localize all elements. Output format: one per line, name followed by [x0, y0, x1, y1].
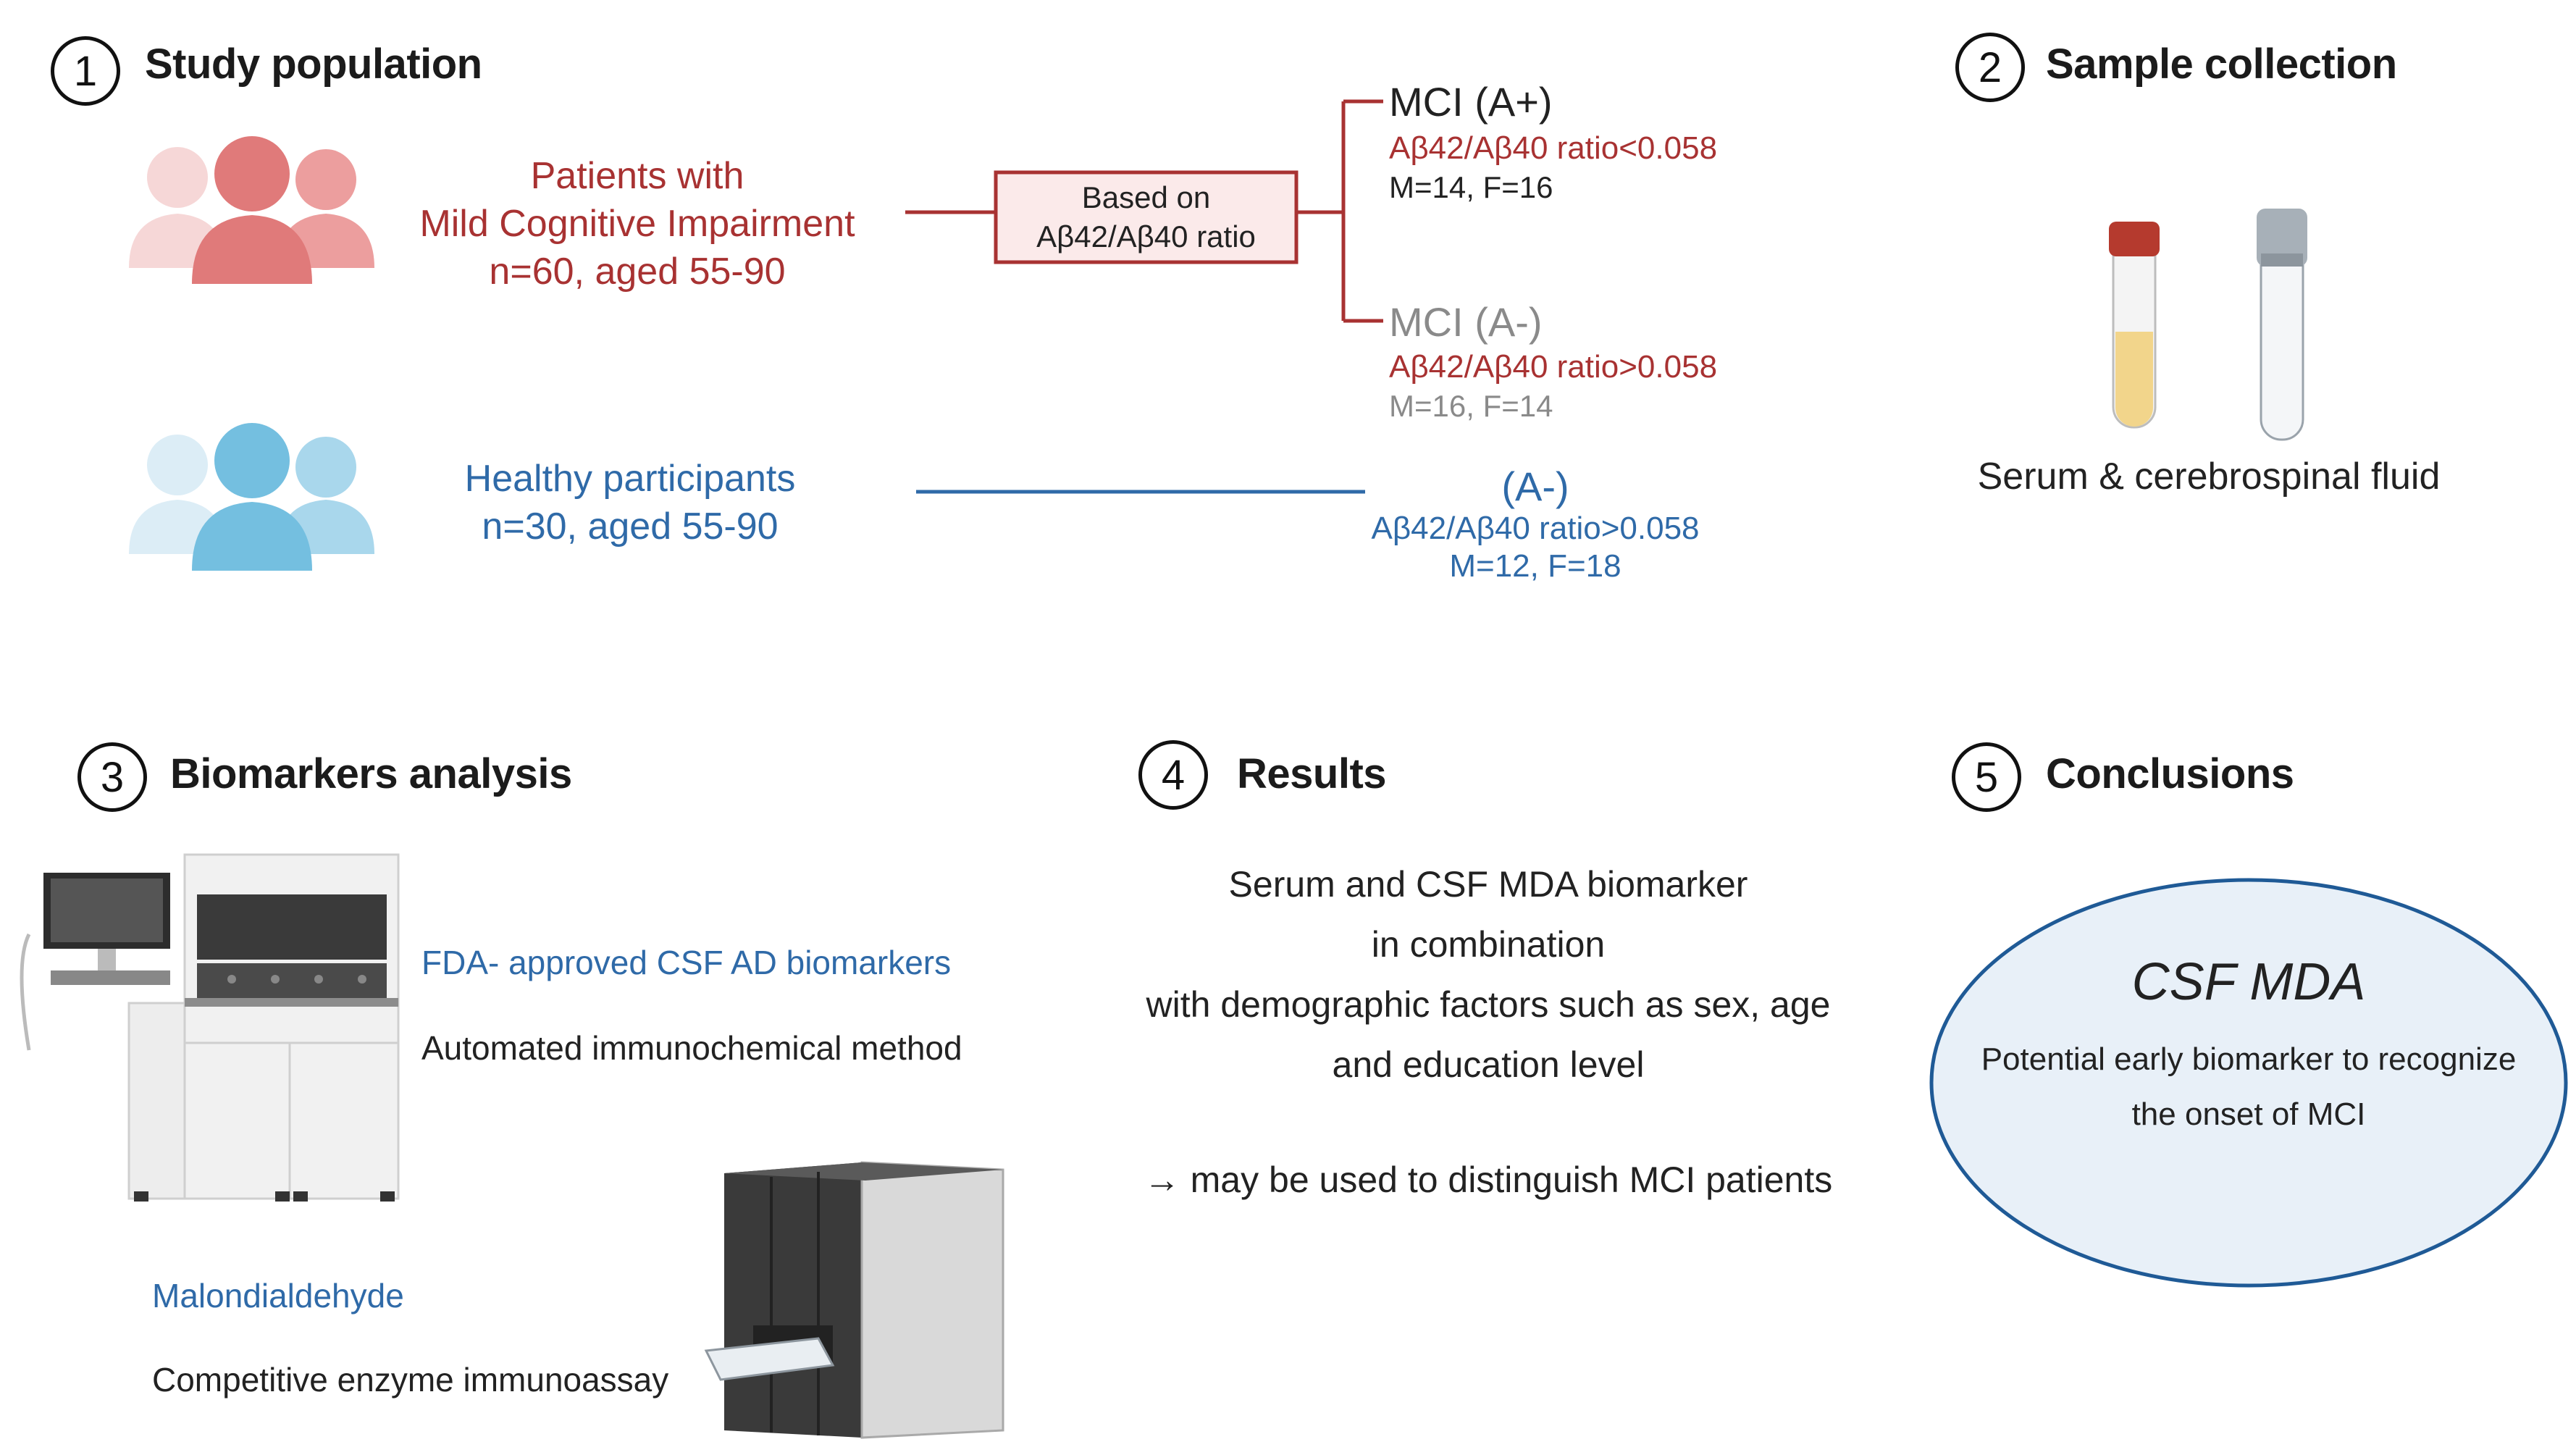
section-3-title: Biomarkers analysis [170, 750, 572, 797]
people-group-healthy-icon [129, 423, 374, 571]
section-4-number: 4 [1138, 740, 1208, 810]
plate-reader-icon [704, 1161, 1004, 1439]
results-line1: Serum and CSF MDA biomarker [1228, 864, 1748, 905]
csf-tube-icon [2257, 209, 2307, 441]
mci-positive-ratio: Aβ42/Aβ40 ratio<0.058 [1389, 130, 1718, 166]
conclusion-ellipse [1929, 878, 2568, 1288]
criteria-line1: Based on [1081, 180, 1211, 214]
section-3-number: 3 [77, 742, 147, 812]
results-line3: with demographic factors such as sex, ag… [1146, 984, 1831, 1025]
section-5-number: 5 [1952, 742, 2021, 812]
section-1-number: 1 [51, 36, 120, 106]
healthy-negative-ratio: Aβ42/Aβ40 ratio>0.058 [1371, 511, 1700, 546]
people-group-mci-icon [129, 136, 374, 284]
section-4-title: Results [1237, 750, 1387, 797]
mda-label: Malondialdehyde [152, 1277, 404, 1314]
mci-negative-label: MCI (A-) [1389, 299, 1543, 345]
section-5-title: Conclusions [2046, 750, 2294, 797]
results-conclusion-line: → may be used to distinguish MCI patient… [1144, 1160, 1833, 1200]
section-2-title: Sample collection [2046, 41, 2397, 88]
criteria-box [994, 170, 1299, 264]
healthy-negative-label: (A-) [1501, 464, 1569, 509]
fda-method-label: Automated immunochemical method [421, 1029, 962, 1067]
healthy-result-text: (A-) Aβ42/Aβ40 ratio>0.058 M=12, F=18 [1318, 464, 1753, 585]
mci-branch-lines [905, 99, 1383, 323]
section-2-number: 2 [1955, 33, 2025, 102]
results-text: Serum and CSF MDA biomarker in combinati… [1108, 855, 1868, 1095]
serum-tube-icon [2109, 222, 2160, 429]
healthy-population-text: Healthy participants n=30, aged 55-90 [406, 455, 855, 550]
criteria-box-text: Based on Aβ42/Aβ40 ratio [996, 178, 1296, 256]
conclusion-title: CSF MDA [2131, 953, 2366, 1011]
mci-population-text: Patients with Mild Cognitive Impairment … [391, 152, 884, 295]
mci-population-line1: Patients with [530, 155, 744, 197]
mci-negative-ratio: Aβ42/Aβ40 ratio>0.058 [1389, 349, 1718, 385]
mci-positive-label: MCI (A+) [1389, 79, 1553, 125]
conclusion-line1: Potential early biomarker to recognize [1981, 1041, 2517, 1077]
analyzer-machine-icon [20, 853, 400, 1202]
sample-caption: Serum & cerebrospinal fluid [1977, 456, 2441, 498]
conclusion-line2: the onset of MCI [2131, 1097, 2366, 1132]
section-1-title: Study population [145, 41, 482, 88]
healthy-population-line2: n=30, aged 55-90 [482, 506, 779, 548]
mci-population-line3: n=60, aged 55-90 [489, 251, 786, 293]
fda-biomarkers-label: FDA- approved CSF AD biomarkers [421, 944, 952, 981]
mci-population-line2: Mild Cognitive Impairment [419, 203, 855, 245]
results-line2: in combination [1371, 924, 1606, 965]
criteria-line2: Aβ42/Aβ40 ratio [1036, 219, 1256, 253]
mci-negative-sex: M=16, F=14 [1389, 389, 1553, 423]
conclusion-text: Potential early biomarker to recognize t… [1941, 1032, 2556, 1142]
mda-method-label: Competitive enzyme immunoassay [152, 1361, 669, 1399]
results-line4: and education level [1332, 1044, 1645, 1085]
healthy-negative-sex: M=12, F=18 [1449, 548, 1621, 584]
mci-positive-sex: M=14, F=16 [1389, 170, 1553, 204]
healthy-population-line1: Healthy participants [464, 458, 796, 500]
